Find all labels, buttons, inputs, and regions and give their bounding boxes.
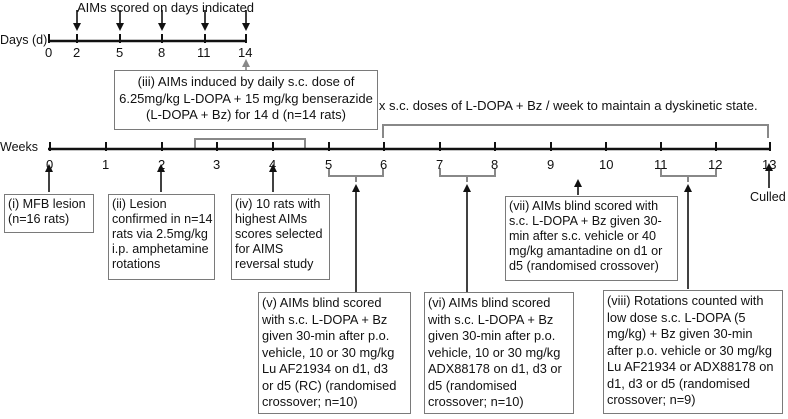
weeks-tick-label-13: 13 — [762, 157, 777, 172]
box-viii-line-6: d1, d3 or d5 (randomised — [607, 375, 750, 391]
box-v-line-3: given 30-min after p.o. — [262, 328, 390, 343]
weeks-tick-label-1: 1 — [102, 157, 110, 172]
weeks-tick-label-4: 4 — [269, 157, 277, 172]
box-v-line-5: Lu AF21934 on d1, d3 — [262, 361, 388, 376]
header-label: AIMs scored on days indicated — [77, 0, 255, 15]
box-viii-line-5: Lu AF21934 or ADX88178 on — [607, 359, 774, 374]
weeks-axis-label: Weeks — [0, 140, 38, 154]
box-v-line-1: (v) AIMs blind scored — [262, 295, 382, 310]
box-viii-line-3: mg/kg) + Bz given 30-min — [607, 326, 753, 341]
days-tick-label-11: 11 — [197, 45, 211, 60]
box-ii-line-2: confirmed in n=14 — [112, 212, 213, 226]
box-v-line-7: crossover; n=10) — [262, 394, 358, 409]
box-v: (v) AIMs blind scored with s.c. L-DOPA +… — [258, 292, 411, 414]
box-i: (i) MFB lesion (n=16 rats) — [4, 194, 94, 233]
box-vi-line-5: ADX88178 on d1, d3 or — [428, 361, 562, 376]
box-v-line-2: with s.c. L-DOPA + Bz — [262, 311, 388, 327]
weeks-tick-label-8: 8 — [491, 157, 499, 172]
box-ii-line-5: rotations — [112, 257, 161, 271]
box-iii-line-3: (L-DOPA + Bz) for 14 d (n=14 rats) — [146, 107, 346, 122]
maintenance-label: 3 x s.c. doses of L-DOPA + Bz / week to … — [368, 98, 758, 113]
box-i-line-1: (i) MFB lesion — [8, 197, 86, 211]
box-viii: (viii) Rotations counted with low dose s… — [603, 290, 783, 414]
days-tick-label-2: 2 — [73, 45, 81, 60]
days-tick-label-8: 8 — [158, 45, 166, 60]
box-vii-line-4: mg/kg amantadine on d1 or — [509, 244, 663, 258]
box-v-line-6: or d5 (RC) (randomised — [262, 377, 397, 393]
box-viii-line-1: (viii) Rotations counted with — [607, 293, 764, 308]
box-vii-line-2: s.c. L-DOPA + Bz given 30- — [509, 214, 662, 228]
box-vi: (vi) AIMs blind scored with s.c. L-DOPA … — [424, 292, 574, 414]
bracket-week5-6 — [328, 168, 384, 177]
box-viii-line-7: crossover; n=9) — [607, 392, 696, 407]
box-vii-line-1: (vii) AIMs blind scored with — [509, 199, 659, 213]
days-tick-label-14: 14 — [238, 45, 253, 60]
box-iii-line-1: (iii) AIMs induced by daily s.c. dose of — [137, 74, 355, 89]
box-ii-line-3: rats via 2.5mg/kg — [112, 227, 208, 241]
box-iii-line-2: 6.25mg/kg L-DOPA + 15 mg/kg benserazide — [119, 90, 373, 106]
box-vii-line-5: d5 (randomised crossover) — [509, 259, 659, 273]
box-ii-line-1: (ii) Lesion — [112, 197, 167, 211]
box-vi-line-3: given 30-min after p.o. — [428, 328, 556, 343]
box-viii-line-4: after p.o. vehicle or 30 mg/kg — [607, 342, 773, 358]
box-iv-line-4: for AIMS — [235, 242, 284, 256]
bracket-week7-8 — [439, 168, 496, 177]
weeks-tick-label-7: 7 — [436, 157, 444, 172]
box-vi-line-1: (vi) AIMs blind scored — [428, 295, 551, 310]
box-iv: (iv) 10 rats with highest AIMs scores se… — [231, 194, 330, 280]
box-iv-line-2: highest AIMs — [235, 212, 308, 226]
box-v-line-4: vehicle, 10 or 30 mg/kg — [262, 344, 395, 360]
maintenance-bracket — [382, 124, 769, 138]
weeks-tick-label-6: 6 — [380, 157, 388, 172]
weeks-tick-label-12: 12 — [708, 157, 723, 172]
weeks-tick-label-0: 0 — [46, 157, 54, 172]
weeks-tick-label-3: 3 — [213, 157, 221, 172]
weeks-tick-label-2: 2 — [158, 157, 166, 172]
box-vi-line-4: vehicle, 10 or 30 mg/kg — [428, 344, 561, 360]
box-iii: (iii) AIMs induced by daily s.c. dose of… — [114, 70, 378, 130]
box-vii: (vii) AIMs blind scored with s.c. L-DOPA… — [505, 196, 678, 281]
weeks-tick-label-10: 10 — [599, 157, 614, 172]
days-axis-label: Days (d) — [0, 33, 48, 47]
weeks-tick-label-11: 11 — [654, 157, 668, 172]
box-vi-line-2: with s.c. L-DOPA + Bz — [428, 311, 554, 327]
box-vii-line-3: min after s.c. vehicle or 40 — [509, 229, 656, 243]
box-i-line-2: (n=16 rats) — [8, 212, 70, 226]
box-vi-line-7: crossover; n=10) — [428, 394, 524, 409]
box-viii-line-2: low dose s.c. L-DOPA (5 — [607, 309, 746, 325]
box-ii: (ii) Lesion confirmed in n=14 rats via 2… — [108, 194, 215, 280]
box-vi-line-6: d5 (randomised — [428, 377, 517, 393]
box-iv-line-3: scores selected — [235, 227, 323, 241]
box-iv-line-5: reversal study — [235, 257, 314, 271]
days-tick-label-5: 5 — [116, 45, 124, 60]
days-tick-label-0: 0 — [45, 45, 53, 60]
box-ii-line-4: i.p. amphetamine — [112, 242, 209, 256]
weeks-tick-label-9: 9 — [547, 157, 555, 172]
induction-bracket — [194, 138, 306, 148]
box-iv-line-1: (iv) 10 rats with — [235, 197, 321, 211]
culled-label: Culled — [750, 190, 786, 204]
weeks-tick-label-5: 5 — [325, 157, 333, 172]
